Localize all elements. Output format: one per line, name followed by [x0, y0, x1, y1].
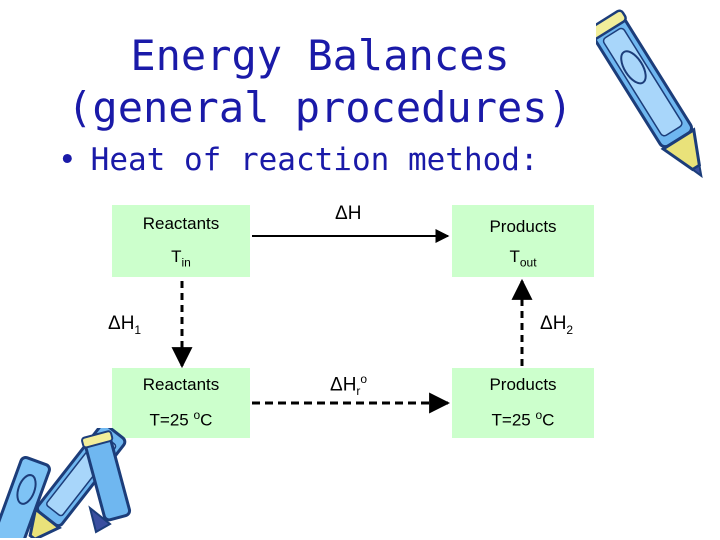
- slide-title-line1: Energy Balances: [130, 31, 510, 80]
- crayons-icon: [0, 428, 132, 538]
- reactants-bottom-label: Reactants: [142, 375, 220, 394]
- temp-25-right-label: T=25 oC: [491, 408, 555, 430]
- products-box-top: [452, 205, 594, 277]
- reactants-box-top: [112, 205, 250, 277]
- products-top-label: Products: [489, 217, 557, 236]
- temp-out-label: Tout: [509, 247, 537, 270]
- temp-in-label: Tin: [171, 247, 191, 270]
- products-bottom-label: Products: [489, 375, 557, 394]
- crayon-icon: [596, 9, 703, 179]
- top-arrow-label: ΔH: [335, 203, 362, 224]
- temp-25-left-label: T=25 oC: [149, 408, 213, 430]
- bullet-dot-icon: •: [58, 142, 77, 178]
- bullet-text: Heat of reaction method:: [90, 142, 539, 178]
- left-arrow-label: ΔH1: [108, 313, 142, 337]
- reactants-top-label: Reactants: [142, 214, 220, 233]
- right-arrow-label: ΔH2: [540, 313, 574, 337]
- reactants-box-bottom: [112, 368, 250, 438]
- slide-title-line2: (general procedures): [67, 83, 573, 132]
- bottom-arrow-label: ΔHro: [330, 372, 368, 399]
- bullet-item: • Heat of reaction method:: [58, 142, 539, 178]
- products-box-bottom: [452, 368, 594, 438]
